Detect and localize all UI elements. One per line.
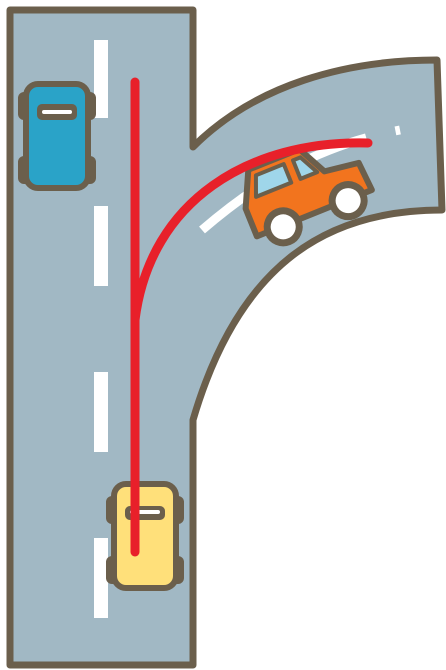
lane-dash — [94, 40, 108, 118]
lane-dash — [94, 206, 108, 286]
blue-car-highlight — [42, 110, 72, 114]
yellow-car — [106, 484, 184, 588]
lane-dash — [94, 538, 108, 618]
blue-car-roof — [36, 122, 78, 162]
lane-dash — [94, 372, 108, 452]
yellow-car-body — [114, 484, 176, 588]
blue-car — [18, 84, 96, 188]
